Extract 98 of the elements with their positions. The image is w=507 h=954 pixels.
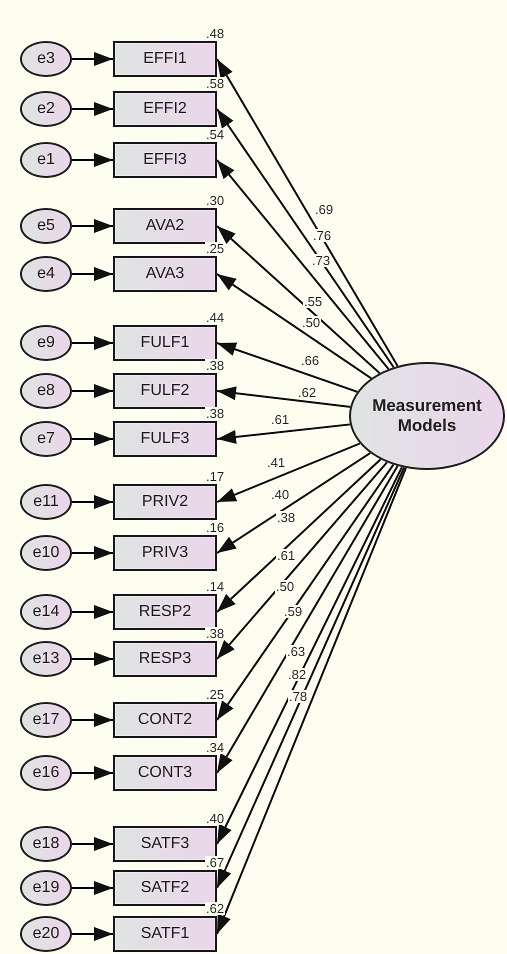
arrow [72, 219, 113, 233]
value-label: .17 [205, 470, 226, 483]
arrow [216, 442, 360, 503]
error-term-ellipse: e8 [20, 373, 72, 409]
error-term-ellipse: e2 [20, 91, 72, 127]
arrow [72, 605, 113, 619]
error-term-ellipse: e9 [20, 325, 72, 361]
error-term-ellipse: e10 [20, 535, 72, 571]
arrow [72, 495, 113, 509]
value-label: .34 [205, 741, 226, 754]
observed-variable-box: FULF1 [113, 325, 217, 361]
value-label: .58 [205, 77, 226, 90]
edge-label: .82 [287, 668, 308, 681]
arrow [72, 881, 113, 895]
value-label: .67 [205, 856, 226, 869]
value-label: .48 [205, 27, 226, 40]
arrow [72, 652, 113, 666]
latent-variable-ellipse: Measurement Models [349, 362, 505, 470]
arrow [72, 713, 113, 727]
arrow [72, 546, 113, 560]
edge-label: .50 [275, 580, 296, 593]
observed-variable-box: FULF2 [113, 373, 217, 409]
arrow [216, 464, 394, 721]
error-term-ellipse: e20 [20, 916, 72, 952]
error-term-ellipse: e11 [20, 484, 72, 520]
arrow [216, 342, 358, 393]
edge-label: .76 [312, 229, 332, 242]
error-term-ellipse: e17 [20, 702, 72, 738]
observed-variable-box: FULF3 [113, 421, 217, 457]
arrow [72, 153, 113, 167]
error-term-ellipse: e5 [20, 208, 72, 244]
error-term-ellipse: e3 [20, 41, 72, 77]
observed-variable-box: RESP3 [113, 641, 217, 677]
error-term-ellipse: e16 [20, 755, 72, 791]
value-label: .38 [205, 359, 226, 372]
edge-label: .63 [286, 645, 306, 658]
observed-variable-box: SATF1 [113, 916, 217, 952]
value-label: .30 [205, 194, 226, 207]
observed-variable-box: CONT3 [113, 755, 217, 791]
observed-variable-box: AVA3 [113, 256, 217, 292]
edge-label: .55 [303, 295, 324, 308]
value-label: .40 [205, 812, 226, 825]
arrow [72, 384, 113, 398]
value-label: .25 [205, 688, 226, 701]
edge-label: .61 [276, 549, 296, 562]
arrow [72, 927, 113, 941]
arrow [72, 837, 113, 851]
arrow [216, 423, 350, 444]
arrow [216, 466, 398, 774]
value-label: .38 [205, 407, 226, 420]
arrow [216, 108, 394, 368]
observed-variable-box: RESP2 [113, 594, 217, 630]
value-label: .38 [205, 627, 226, 640]
arrow [72, 336, 113, 350]
observed-variable-box: EFFI3 [113, 142, 217, 178]
error-term-ellipse: e18 [20, 826, 72, 862]
error-term-ellipse: e4 [20, 256, 72, 292]
arrow [216, 462, 388, 660]
value-label: .25 [205, 242, 226, 255]
edge-label: .61 [270, 413, 290, 426]
arrow [72, 766, 113, 780]
arrow [216, 58, 398, 366]
edge-label: .40 [270, 488, 290, 501]
edge-label: .66 [300, 354, 320, 367]
value-label: .44 [205, 311, 226, 324]
observed-variable-box: PRIV2 [113, 484, 217, 520]
observed-variable-box: AVA2 [113, 208, 217, 244]
observed-variable-box: CONT2 [113, 702, 217, 738]
arrow [216, 386, 350, 408]
edge-label: .69 [314, 203, 334, 216]
value-label: .14 [205, 580, 226, 593]
arrow [72, 432, 113, 446]
arrow [216, 273, 372, 380]
value-label: .54 [205, 128, 226, 141]
observed-variable-box: PRIV3 [113, 535, 217, 571]
error-term-ellipse: e14 [20, 594, 72, 630]
arrow [72, 52, 113, 66]
error-term-ellipse: e13 [20, 641, 72, 677]
edge-label: .78 [288, 690, 308, 703]
edge-label: .73 [311, 254, 332, 267]
error-term-ellipse: e19 [20, 870, 72, 906]
arrow [216, 159, 390, 370]
edge-label: .62 [297, 386, 318, 399]
edge-label: .38 [276, 511, 296, 524]
value-label: .62 [205, 902, 226, 915]
arrow [72, 102, 113, 116]
observed-variable-box: EFFI1 [113, 41, 217, 77]
arrow [216, 225, 380, 374]
arrow [72, 267, 113, 281]
edge-label: .50 [301, 316, 322, 329]
error-term-ellipse: e7 [20, 421, 72, 457]
value-label: .16 [205, 521, 226, 534]
edge-label: .41 [266, 456, 286, 469]
error-term-ellipse: e1 [20, 142, 72, 178]
arrow [216, 458, 382, 613]
arrow [216, 452, 371, 554]
edge-label: .59 [283, 605, 304, 618]
observed-variable-box: EFFI2 [113, 91, 217, 127]
